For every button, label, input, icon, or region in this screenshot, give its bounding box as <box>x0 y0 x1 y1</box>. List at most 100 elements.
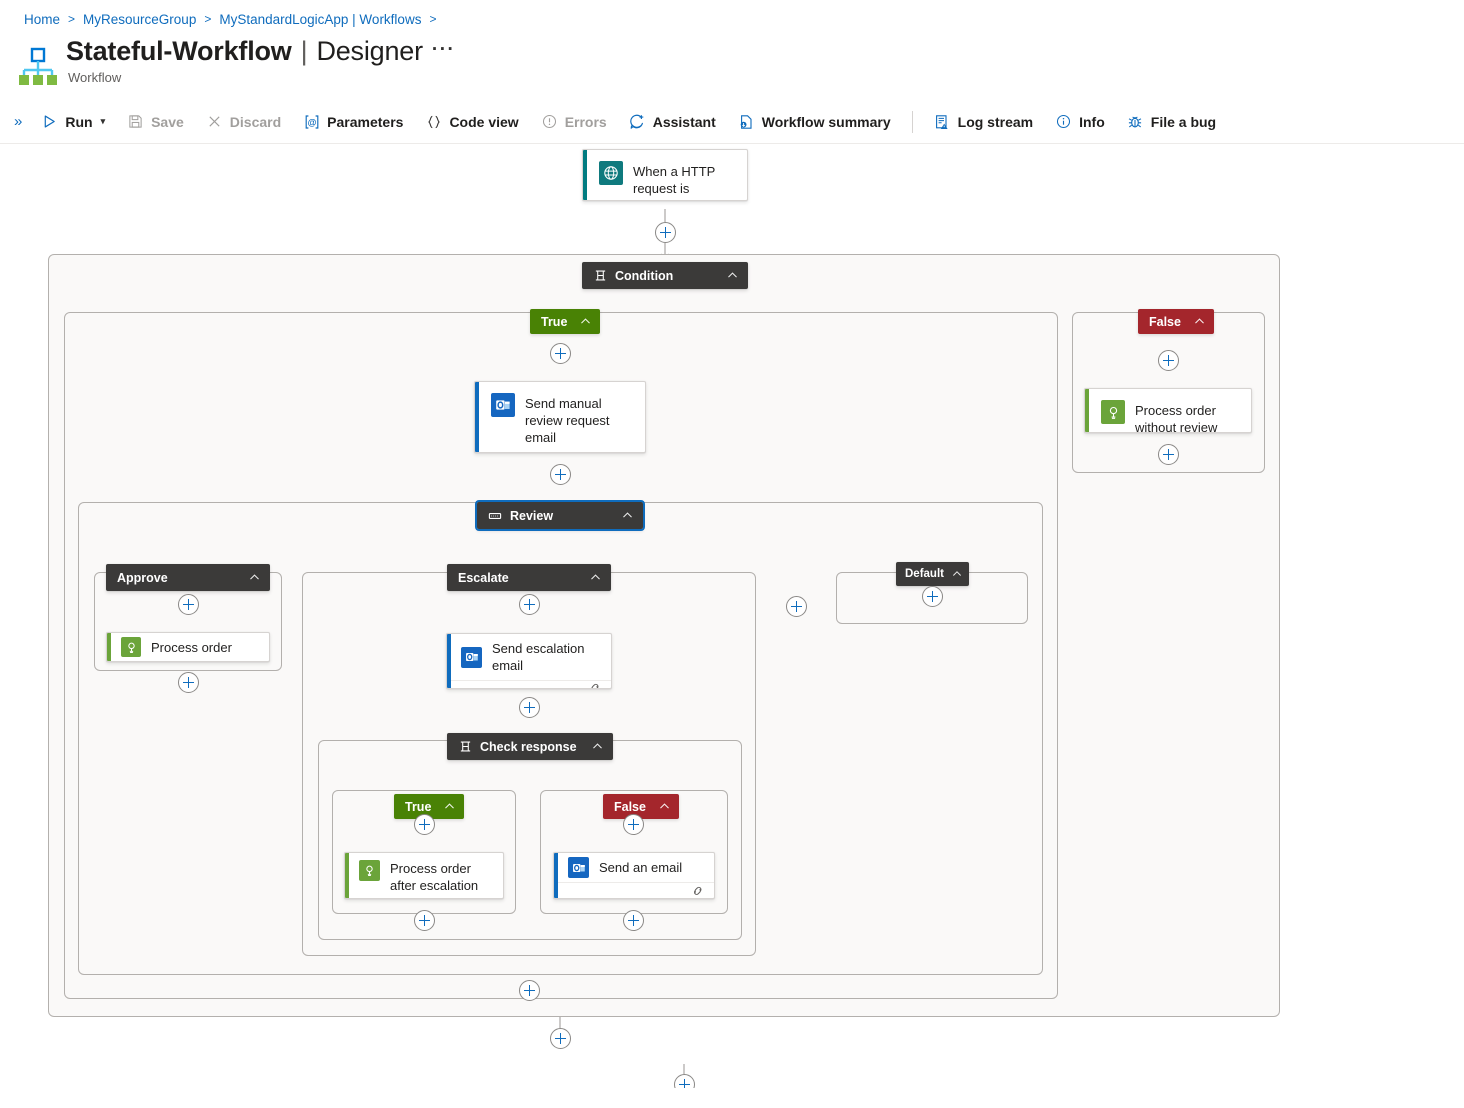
branch-true-label: True <box>405 799 432 814</box>
assistant-button[interactable]: Assistant <box>618 108 727 135</box>
breadcrumb-item-home[interactable]: Home <box>24 11 61 27</box>
chevron-up-icon[interactable] <box>622 510 633 521</box>
node-accent-bar <box>447 634 451 688</box>
toolbar-divider <box>911 110 913 133</box>
run-button[interactable]: Run ▾ <box>30 108 116 135</box>
chevron-up-icon[interactable] <box>659 801 670 812</box>
condition-branch-true-badge[interactable]: True <box>530 309 601 334</box>
chevron-up-icon[interactable] <box>952 569 962 579</box>
discard-icon <box>206 113 223 130</box>
errors-button[interactable]: Errors <box>530 108 618 135</box>
workflow-designer-canvas[interactable]: When a HTTP request is received Conditio… <box>0 144 1464 1088</box>
node-title: Process order after escalation <box>390 861 479 893</box>
add-step-button-approve-case-bottom[interactable] <box>178 672 199 693</box>
chevron-up-icon[interactable] <box>444 801 455 812</box>
add-step-button-after-escalation-email[interactable] <box>519 697 540 718</box>
add-step-button-nested-false-bottom[interactable] <box>623 910 644 931</box>
switch-case-default-header[interactable]: Default <box>896 562 969 586</box>
add-step-button-after-manual-review-email[interactable] <box>550 464 571 485</box>
action-node-send-escalation-email[interactable]: Send escalation email <box>446 633 612 689</box>
add-step-button-true-branch-top[interactable] <box>550 343 571 364</box>
chevron-up-icon[interactable] <box>592 741 603 752</box>
node-title: Process order without review <box>1135 403 1218 433</box>
page-subtitle: Workflow <box>68 69 122 85</box>
add-step-button-after-trigger[interactable] <box>655 222 676 243</box>
add-step-button-escalate-case-bottom[interactable] <box>519 980 540 1001</box>
switch-case-escalate-header[interactable]: Escalate <box>447 564 611 591</box>
breadcrumb-item-logic-app[interactable]: MyStandardLogicApp | Workflows <box>219 11 422 27</box>
more-options-button[interactable]: ··· <box>431 39 456 60</box>
workflow-summary-button[interactable]: Workflow summary <box>727 108 902 135</box>
node-footer <box>447 680 611 688</box>
action-node-process-order-after-escalation[interactable]: Process order after escalation <box>344 852 504 899</box>
errors-label: Errors <box>564 113 607 130</box>
add-step-button-nested-false-top[interactable] <box>623 814 644 835</box>
outlook-icon <box>491 393 515 417</box>
add-step-button-true-branch-bottom[interactable] <box>550 1028 571 1049</box>
save-icon <box>127 113 144 130</box>
action-node-process-order[interactable]: Process order <box>106 632 270 662</box>
file-a-bug-label: File a bug <box>1150 113 1217 130</box>
add-step-button-nested-true-top[interactable] <box>414 814 435 835</box>
add-step-button-false-branch-top[interactable] <box>1158 350 1179 371</box>
action-node-send-an-email[interactable]: Send an email <box>553 852 715 899</box>
compose-icon <box>359 860 380 881</box>
parameters-button[interactable]: @ Parameters <box>292 108 414 135</box>
switch-case-approve-header[interactable]: Approve <box>106 564 270 591</box>
svg-text:@: @ <box>307 117 316 127</box>
chevron-up-icon[interactable] <box>580 316 591 327</box>
chevron-up-icon[interactable] <box>249 572 260 583</box>
discard-label: Discard <box>229 113 282 130</box>
action-node-process-order-without-review[interactable]: Process order without review <box>1084 388 1252 433</box>
add-step-button-approve-case-top[interactable] <box>178 594 199 615</box>
switch-node-review-header[interactable]: Review <box>475 500 645 531</box>
log-stream-label: Log stream <box>957 113 1034 130</box>
condition-node-header[interactable]: Condition <box>582 262 748 289</box>
chevron-up-icon[interactable] <box>1194 316 1205 327</box>
discard-button[interactable]: Discard <box>195 108 292 135</box>
chevron-up-icon[interactable] <box>727 270 738 281</box>
expand-sidebar-icon[interactable]: » <box>14 113 23 130</box>
code-view-button[interactable]: Code view <box>414 108 529 135</box>
chevron-up-icon[interactable] <box>590 572 601 583</box>
trigger-node-http-request[interactable]: When a HTTP request is received <box>582 149 748 201</box>
parameters-icon: @ <box>303 113 320 130</box>
nested-condition-label: Check response <box>480 739 577 754</box>
add-case-button-switch[interactable] <box>786 596 807 617</box>
nested-condition-check-response-header[interactable]: Check response <box>447 733 613 760</box>
node-title: When a HTTP request is received <box>633 164 716 200</box>
condition-icon <box>458 740 472 754</box>
node-title: Send an email <box>599 860 683 875</box>
breadcrumb-item-resource-group[interactable]: MyResourceGroup <box>83 11 197 27</box>
add-step-button-escalate-case-top[interactable] <box>519 594 540 615</box>
add-step-button-workflow-end[interactable] <box>674 1074 695 1088</box>
condition-branch-false-badge[interactable]: False <box>1138 309 1214 334</box>
chevron-down-icon[interactable]: ▾ <box>100 116 106 126</box>
page-title: Stateful-Workflow | Designer ··· <box>66 36 455 68</box>
log-stream-button[interactable]: Log stream <box>923 108 1044 135</box>
node-accent-bar <box>107 633 111 661</box>
case-label: Approve <box>117 570 168 585</box>
file-a-bug-button[interactable]: File a bug <box>1116 108 1227 135</box>
page-header: Stateful-Workflow | Designer ··· Workflo… <box>0 30 1464 100</box>
add-step-button-after-process-without-review[interactable] <box>1158 444 1179 465</box>
switch-icon <box>488 509 502 523</box>
branch-true-label: True <box>541 314 568 329</box>
compose-icon <box>1101 400 1125 424</box>
breadcrumb-separator: > <box>68 12 76 26</box>
branch-false-label: False <box>1149 314 1181 329</box>
info-button[interactable]: Info <box>1044 108 1116 135</box>
assistant-label: Assistant <box>652 113 716 130</box>
connection-icon[interactable] <box>590 681 603 688</box>
parameters-label: Parameters <box>327 113 404 130</box>
outlook-icon <box>461 646 482 668</box>
save-button[interactable]: Save <box>116 108 195 135</box>
add-step-button-default-case[interactable] <box>922 586 943 607</box>
branch-false-label: False <box>614 799 646 814</box>
nested-condition-branch-false-badge[interactable]: False <box>603 794 679 819</box>
connection-icon[interactable] <box>693 884 706 897</box>
info-icon <box>1055 113 1072 130</box>
compose-icon <box>121 637 141 657</box>
action-node-send-manual-review-request-email[interactable]: Send manual review request email <box>474 381 646 453</box>
add-step-button-nested-true-bottom[interactable] <box>414 910 435 931</box>
